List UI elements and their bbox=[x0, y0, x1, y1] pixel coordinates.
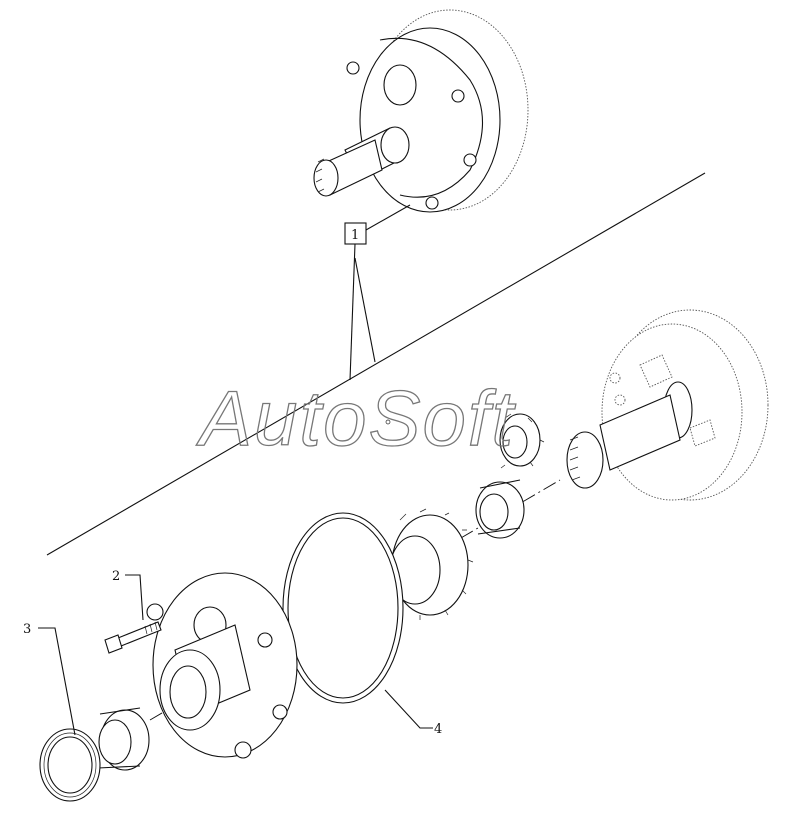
drive-gear-drawing bbox=[499, 413, 545, 469]
seal-drawing bbox=[39, 728, 101, 802]
callout-3: 3 bbox=[23, 622, 31, 637]
bushing-drawing bbox=[475, 479, 525, 539]
callout-4: 4 bbox=[434, 722, 442, 737]
bolt-drawing bbox=[104, 621, 162, 654]
leader-4 bbox=[384, 689, 433, 729]
leader-3 bbox=[38, 627, 76, 736]
center-mark-icon bbox=[385, 419, 391, 425]
reference-box-1 bbox=[344, 204, 411, 381]
pump-body-drawing bbox=[566, 309, 769, 501]
assembled-pump-drawing bbox=[313, 9, 529, 213]
watermark: AutoSoft bbox=[196, 374, 517, 462]
leader-2 bbox=[125, 574, 144, 621]
o-ring-drawing bbox=[282, 512, 404, 704]
callout-2: 2 bbox=[112, 569, 120, 584]
callout-1: 1 bbox=[351, 228, 359, 243]
front-cover-drawing bbox=[146, 572, 298, 759]
axis-line-upper bbox=[46, 172, 706, 556]
small-bushing-drawing bbox=[97, 707, 150, 771]
ring-gear-drawing bbox=[389, 508, 474, 620]
